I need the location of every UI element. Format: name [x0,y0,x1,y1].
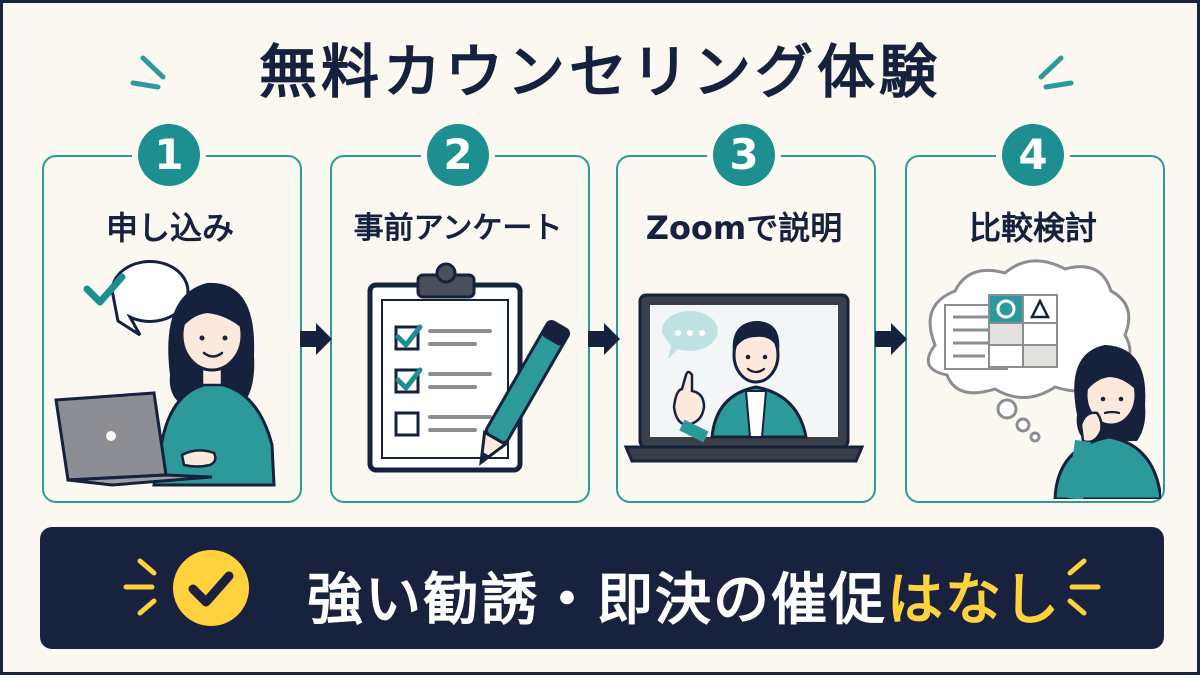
banner-message-main: 強い勧誘・即決の催促 [307,568,887,633]
clipboard-checklist-illustration [367,262,571,473]
step-label-2: 事前アンケート [353,211,563,246]
step-label-3: Zoomで説明 [645,209,843,247]
video-call-illustration [623,293,865,463]
step-number-2: 2 [427,124,489,186]
title-accent-left [130,55,1074,90]
arrow-right-icon [588,323,620,355]
chat-bubble-icon [661,310,718,359]
pen-icon [479,320,571,466]
person-laptop-illustration [54,260,276,487]
arrow-right-icon [875,323,907,355]
step-label-1: 申し込み [105,209,234,247]
arrow-right-icon [300,323,332,355]
banner-message-highlight: はなし [887,568,1061,633]
banner-sparkle-left-icon [123,558,157,616]
step-number-4: 4 [1002,124,1064,186]
check-circle-icon [173,550,249,626]
comparison-table-icon [944,294,1058,370]
step-label-4: 比較検討 [968,209,1097,247]
check-bubble-icon [83,260,190,337]
no-pressure-banner: 強い勧誘・即決の催促はなし [40,527,1164,649]
page-title: 無料カウンセリング体験 [258,38,941,106]
step-number-1: 1 [138,124,200,186]
step-number-3: 3 [713,124,775,186]
comparison-thinking-illustration [926,259,1161,499]
banner-message: 強い勧誘・即決の催促はなし [307,555,1061,636]
banner-sparkle-right-icon [1067,558,1101,616]
